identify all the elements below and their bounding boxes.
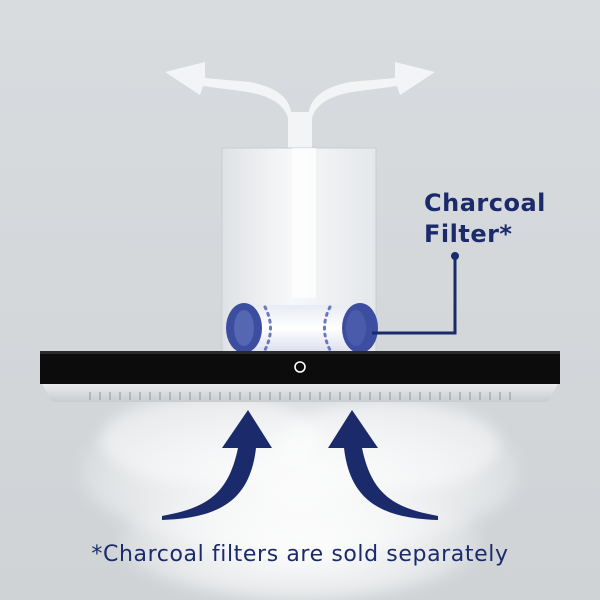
intake-arrow-right-icon xyxy=(328,410,438,520)
hood-vent-slots xyxy=(89,392,511,400)
intake-arrow-left-icon xyxy=(162,410,272,520)
callout-leader-line xyxy=(372,252,459,335)
hood-glass-panel xyxy=(40,351,560,384)
power-button-icon[interactable] xyxy=(294,361,306,373)
footnote-text: *Charcoal filters are sold separately xyxy=(91,542,509,567)
steam-cloud xyxy=(80,385,520,600)
charcoal-filter-label-line1: Charcoal xyxy=(424,189,546,217)
charcoal-filter xyxy=(226,303,378,353)
exhaust-arrow-icon xyxy=(165,62,435,152)
charcoal-filter-label: Charcoal Filter* xyxy=(424,188,594,250)
charcoal-filter-label-line2: Filter* xyxy=(424,220,513,248)
